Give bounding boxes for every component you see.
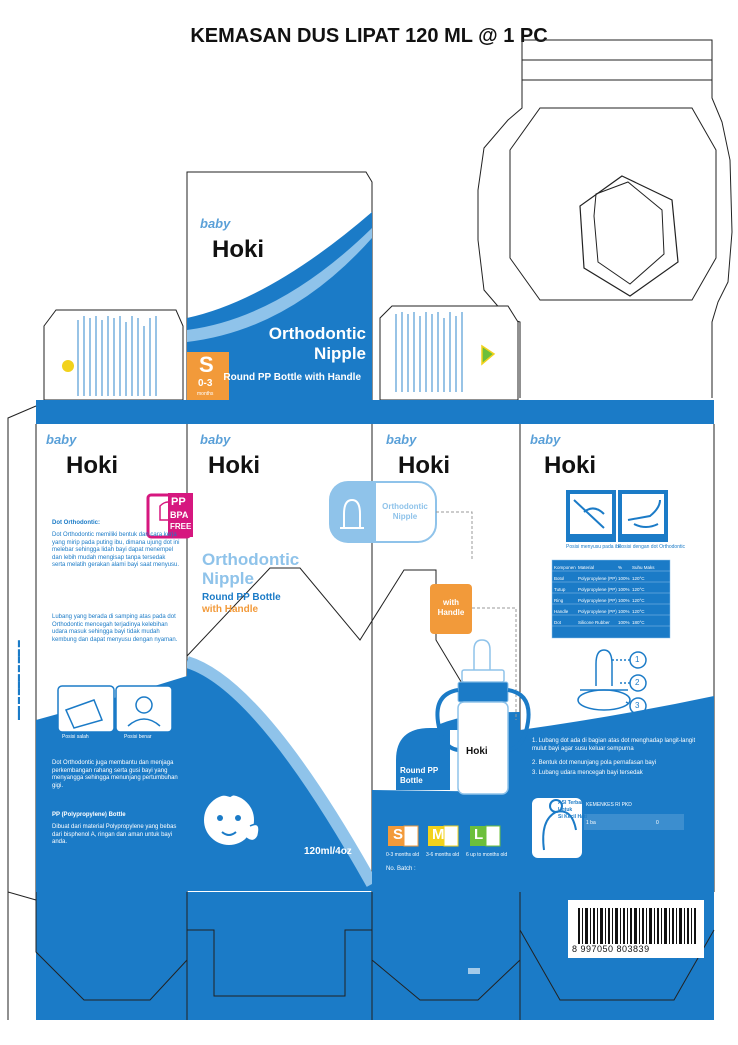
product-name-top-1: Orthodontic bbox=[268, 324, 366, 343]
brand-name-third: Hoki bbox=[398, 452, 451, 479]
nipple-point-1: 1 bbox=[635, 655, 640, 664]
right-panel-blue bbox=[520, 696, 714, 892]
bottom-flaps bbox=[7, 892, 715, 1020]
batch-label: No. Batch : bbox=[386, 866, 416, 872]
barcode-number: 8 997050 803839 bbox=[572, 944, 650, 954]
feeding-diagrams bbox=[566, 490, 668, 542]
size-s-letter: S bbox=[393, 826, 404, 843]
feeding-caption-b: Posisi dengan dot Orthodontic bbox=[618, 544, 685, 550]
bottle-brand-label: Hoki bbox=[466, 746, 488, 757]
spec-table bbox=[551, 559, 671, 639]
nipple-diagram bbox=[577, 649, 647, 715]
instruction-1: 1. Lubang dot ada di bagian atas dot men… bbox=[532, 738, 696, 752]
brand-sub-top: baby bbox=[200, 216, 231, 231]
asi-line3: Si Kecil Hati bbox=[558, 814, 587, 820]
product-subtitle-front-a: Round PP Bottle bbox=[202, 592, 281, 603]
bottle-callout-label: Round PP Bottle bbox=[400, 766, 439, 785]
left-cap1: Posisi salah bbox=[62, 734, 89, 740]
product-name-front-2: Nipple bbox=[202, 569, 254, 588]
left-panel-figures bbox=[57, 685, 173, 733]
asi-side-text: KEMENKES RI PKD bbox=[586, 802, 632, 808]
size-icons bbox=[388, 825, 501, 847]
left-para2: Lubang yang berada di samping atas pada … bbox=[52, 614, 178, 643]
size-m-label: 3-6 months old bbox=[426, 852, 460, 858]
size-letter-top: S bbox=[199, 352, 214, 377]
yellow-dot-icon bbox=[62, 360, 74, 372]
front-panel-wave bbox=[187, 656, 372, 891]
left-para3: Dot Orthodontic juga membantu dan menjag… bbox=[52, 760, 178, 789]
handle-callout bbox=[430, 584, 517, 720]
asi-line2: Untuk bbox=[558, 807, 573, 813]
nipple-callout-label: Orthodontic Nipple bbox=[382, 502, 428, 521]
svg-text:▬▬ ▬ ▬▬▬ ▬ ▬▬ ▬: ▬▬ ▬ ▬▬▬ ▬ ▬▬ ▬ bbox=[15, 640, 22, 720]
asi-code: 1 ba bbox=[586, 820, 596, 826]
asi-logo bbox=[532, 798, 684, 858]
product-name-front-1: Orthodontic bbox=[202, 550, 300, 569]
brand-sub-left: baby bbox=[46, 432, 77, 447]
nipple-point-2: 2 bbox=[635, 678, 640, 687]
asi-code2: 0 bbox=[656, 820, 659, 826]
asi-line1: ASI Terbaik bbox=[558, 800, 586, 806]
left-heading: Dot Orthodontic: bbox=[52, 520, 100, 526]
nipple-callout bbox=[329, 481, 473, 560]
pp-badge-line1: PP bbox=[171, 496, 186, 508]
brand-name-left: Hoki bbox=[66, 452, 119, 479]
blue-band bbox=[36, 400, 714, 424]
size-l-letter: L bbox=[474, 826, 484, 843]
left-para1: Dot Orthodontic memiliki bentuk dan cara… bbox=[52, 532, 180, 568]
volume-label: 120ml/4oz bbox=[304, 846, 352, 857]
bottle-illustration bbox=[435, 639, 531, 795]
product-name-top-2: Nipple bbox=[314, 344, 366, 363]
barcode bbox=[568, 900, 704, 958]
size-unit-top: months bbox=[197, 391, 214, 397]
left-para4: Dibuat dari material Polypropylene yang … bbox=[52, 824, 177, 845]
top-front-flap bbox=[186, 171, 373, 401]
brand-sub-third: baby bbox=[386, 432, 417, 447]
dieline-title: KEMASAN DUS LIPAT 120 ML @ 1 PC bbox=[190, 25, 547, 47]
brand-sub-front: baby bbox=[200, 432, 231, 447]
size-s-label: 0-3 months old bbox=[386, 852, 420, 858]
instruction-3: 3. Lubang udara mencegah bayi tersedak bbox=[532, 770, 643, 776]
feeding-caption-a: Posisi menyusu pada ibu bbox=[566, 544, 622, 550]
front-baby-face bbox=[202, 792, 260, 847]
nipple-point-3: 3 bbox=[635, 701, 640, 710]
brand-name-front: Hoki bbox=[208, 452, 261, 479]
left-cap2: Posisi benar bbox=[124, 734, 152, 740]
handle-callout-label: with Handle bbox=[437, 598, 465, 617]
left-panel-badge bbox=[146, 493, 193, 539]
brand-sub-right: baby bbox=[530, 432, 561, 447]
arrow-icon bbox=[481, 344, 496, 366]
product-subtitle-top: Round PP Bottle with Handle bbox=[223, 372, 361, 383]
pp-badge-line3: FREE bbox=[170, 522, 192, 531]
brand-name-right: Hoki bbox=[544, 452, 597, 479]
instruction-2: 2. Bentuk dot menunjang pola pernafasan … bbox=[532, 760, 657, 766]
size-range-top: 0-3 bbox=[198, 378, 213, 389]
size-m-letter: M bbox=[432, 826, 445, 843]
size-l-label: 6 up to months old bbox=[466, 852, 508, 858]
left-pp-heading: PP (Polypropylene) Bottle bbox=[52, 812, 126, 818]
pp-badge-line2: BPA bbox=[170, 510, 189, 520]
product-subtitle-front-b: with Handle bbox=[202, 604, 259, 615]
brand-name-top: Hoki bbox=[212, 236, 265, 263]
